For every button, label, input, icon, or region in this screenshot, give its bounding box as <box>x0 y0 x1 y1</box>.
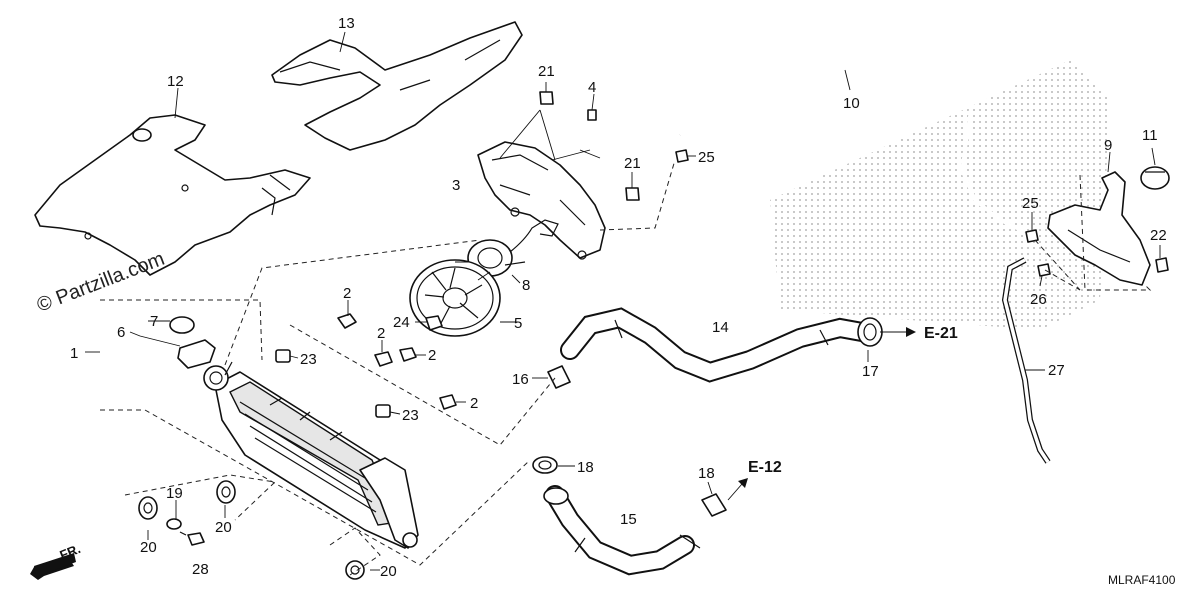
callout-25a[interactable]: 25 <box>698 149 715 166</box>
callout-2a[interactable]: 2 <box>343 285 351 302</box>
callout-21a[interactable]: 21 <box>538 63 555 80</box>
callout-12[interactable]: 12 <box>167 73 184 90</box>
callout-14[interactable]: 14 <box>712 319 729 336</box>
callout-13[interactable]: 13 <box>338 15 355 32</box>
callout-6[interactable]: 6 <box>117 324 125 341</box>
part-2-clips[interactable] <box>337 313 457 410</box>
callout-26[interactable]: 26 <box>1030 291 1047 308</box>
callout-27[interactable]: 27 <box>1048 362 1065 379</box>
diagram-code: MLRAF4100 <box>1108 573 1176 587</box>
part-28-bolt[interactable] <box>179 531 205 546</box>
callout-20a[interactable]: 20 <box>140 539 157 556</box>
callout-2c[interactable]: 2 <box>428 347 436 364</box>
callout-23a[interactable]: 23 <box>300 351 317 368</box>
callout-9[interactable]: 9 <box>1104 137 1112 154</box>
part-9-reserve-tank[interactable] <box>1047 171 1151 286</box>
callout-1[interactable]: 1 <box>70 345 78 362</box>
callout-8[interactable]: 8 <box>522 277 530 294</box>
part-27-overflow-tube[interactable] <box>1001 257 1051 464</box>
callout-11[interactable]: 11 <box>1142 127 1158 144</box>
part-5-cooling-fan[interactable] <box>409 259 501 337</box>
callout-7[interactable]: 7 <box>150 313 158 330</box>
callout-22[interactable]: 22 <box>1150 227 1167 244</box>
part-23-clip-nuts[interactable] <box>275 349 391 418</box>
front-marker: FR. <box>58 541 83 563</box>
leader-lines <box>85 31 1161 571</box>
reference-e21[interactable]: E-21 <box>924 325 958 342</box>
part-18-hose-clamps[interactable] <box>532 456 727 517</box>
part-22-screw[interactable] <box>1155 257 1169 273</box>
part-15-lower-hose[interactable] <box>543 485 701 576</box>
callout-4[interactable]: 4 <box>588 79 596 96</box>
callout-2d[interactable]: 2 <box>470 395 478 412</box>
callout-16[interactable]: 16 <box>512 371 529 388</box>
part-19-collar[interactable] <box>166 518 182 530</box>
callout-10[interactable]: 10 <box>843 95 860 112</box>
partzilla-watermark: © Partzilla.com <box>34 248 168 317</box>
background-dot-pattern <box>770 60 1110 330</box>
part-20-mount-rubbers[interactable] <box>138 480 365 580</box>
part-24-clip[interactable] <box>425 315 443 331</box>
arrow-to-e21 <box>880 327 916 337</box>
part-3-fan-shroud[interactable] <box>477 141 606 260</box>
part-17-hose-clamp[interactable] <box>857 317 883 347</box>
part-12-lower-shroud[interactable] <box>34 114 311 276</box>
callout-21b[interactable]: 21 <box>624 155 641 172</box>
callout-20c[interactable]: 20 <box>380 563 397 580</box>
reference-e12[interactable]: E-12 <box>748 459 782 476</box>
callout-17[interactable]: 17 <box>862 363 879 380</box>
part-11-tank-cap[interactable] <box>1140 166 1170 190</box>
callout-labels: 1 2 2 2 2 3 4 5 6 7 8 9 10 11 12 13 14 1… <box>70 15 1167 580</box>
part-26-clamp[interactable] <box>1037 263 1051 277</box>
callout-2b[interactable]: 2 <box>377 325 385 342</box>
callout-19[interactable]: 19 <box>166 485 183 502</box>
part-13-side-cover[interactable] <box>271 21 523 151</box>
part-16-hose-clamp[interactable] <box>547 365 571 389</box>
callout-23b[interactable]: 23 <box>402 407 419 424</box>
callout-24[interactable]: 24 <box>393 314 410 331</box>
callout-5[interactable]: 5 <box>514 315 522 332</box>
callout-28[interactable]: 28 <box>192 561 209 578</box>
part-6-radiator-cap[interactable] <box>177 339 216 369</box>
part-7-cap-seal[interactable] <box>169 316 195 334</box>
callout-3[interactable]: 3 <box>452 177 460 194</box>
callout-18b[interactable]: 18 <box>698 465 715 482</box>
part-25-clamps[interactable] <box>675 149 1039 243</box>
part-4-screw[interactable] <box>587 109 597 121</box>
arrow-to-e12 <box>727 478 748 501</box>
callout-18a[interactable]: 18 <box>577 459 594 476</box>
callout-25b[interactable]: 25 <box>1022 195 1039 212</box>
part-14-upper-hose[interactable] <box>560 307 872 383</box>
part-1-radiator[interactable] <box>203 361 419 549</box>
assembly-dashed-lines <box>100 159 1152 576</box>
callout-15[interactable]: 15 <box>620 511 637 528</box>
callout-20b[interactable]: 20 <box>215 519 232 536</box>
front-arrow-icon <box>30 553 76 580</box>
part-10-siphon-hose[interactable] <box>678 58 1026 234</box>
part-21-bolts[interactable] <box>539 91 640 201</box>
